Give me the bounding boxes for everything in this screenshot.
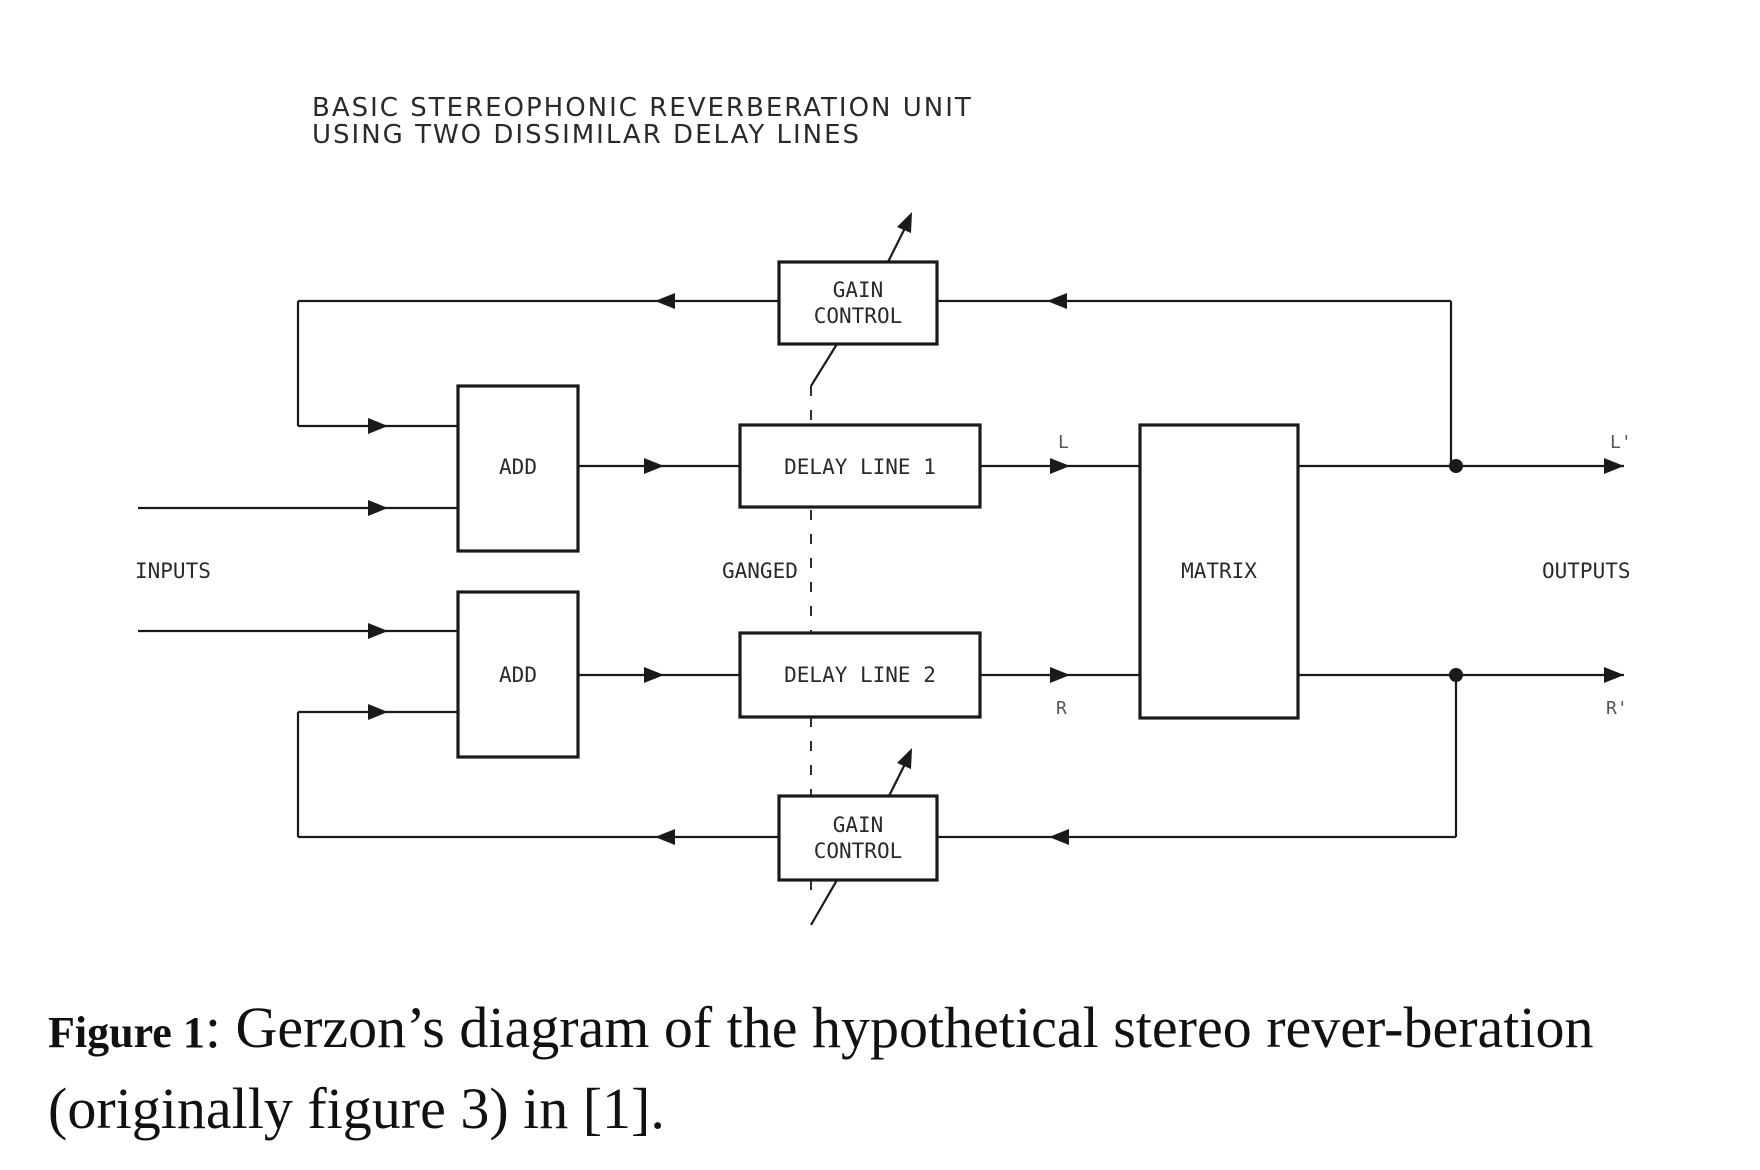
delay-line-2-box xyxy=(738,631,982,719)
add-top-box xyxy=(456,384,580,553)
l-prime-label: L' xyxy=(1610,432,1632,453)
junction-dot-bottom xyxy=(1449,668,1463,682)
add-top-label: ADD xyxy=(499,455,537,479)
gain-control-top-box xyxy=(777,260,939,346)
gain-control-bottom-box xyxy=(777,794,939,882)
add-to-delay-lines xyxy=(578,458,740,683)
delay-line-1-label: DELAY LINE 1 xyxy=(784,455,936,479)
l-label: L xyxy=(1058,432,1069,453)
junction-dot-top xyxy=(1449,459,1463,473)
gain-control-bottom-label-2: CONTROL xyxy=(814,839,903,863)
gain-control-top-label-1: GAIN xyxy=(833,278,884,302)
r-label: R xyxy=(1056,698,1067,719)
bottom-feedback-path xyxy=(296,675,1458,845)
top-feedback-path xyxy=(296,293,1453,466)
add-bottom-box xyxy=(456,590,580,759)
outputs-label: OUTPUTS xyxy=(1542,559,1631,583)
delay-line-1-box xyxy=(738,423,982,509)
ganged-label: GANGED xyxy=(722,559,798,583)
matrix-box xyxy=(1138,423,1300,720)
r-prime-label: R' xyxy=(1606,698,1628,719)
adjust-arrow-top xyxy=(886,212,912,265)
diagram-title-line2: USING TWO DISSIMILAR DELAY LINES xyxy=(312,120,861,150)
adjust-arrow-bottom xyxy=(886,748,912,801)
output-lines xyxy=(1298,458,1624,683)
ganged-link xyxy=(810,343,838,926)
delay-to-matrix-lines xyxy=(980,458,1140,683)
matrix-label: MATRIX xyxy=(1181,559,1257,583)
figure-number: Figure 1 xyxy=(48,1008,205,1057)
delay-line-2-label: DELAY LINE 2 xyxy=(784,663,936,687)
figure-caption-text: : Gerzon’s diagram of the hypothetical s… xyxy=(48,995,1594,1141)
figure-caption: Figure 1: Gerzon’s diagram of the hypoth… xyxy=(48,990,1728,1147)
add-bottom-label: ADD xyxy=(499,663,537,687)
diagram-title-line1: BASIC STEREOPHONIC REVERBERATION UNIT xyxy=(312,93,973,123)
gain-control-bottom-label-1: GAIN xyxy=(833,813,884,837)
inputs-label: INPUTS xyxy=(135,559,211,583)
gain-control-top-label-2: CONTROL xyxy=(814,304,903,328)
input-lines xyxy=(138,500,458,639)
